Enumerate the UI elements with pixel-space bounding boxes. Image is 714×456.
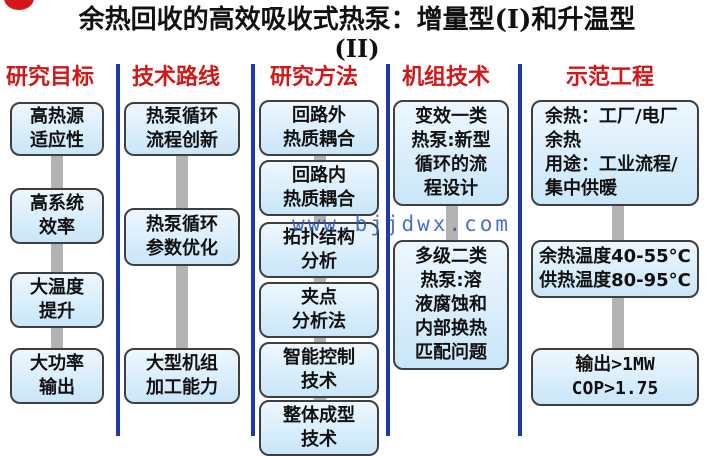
column-divider bbox=[116, 64, 120, 436]
goal-box: 高系统 效率 bbox=[10, 188, 104, 244]
method-box: 夹点 分析法 bbox=[259, 282, 379, 338]
route-box: 热泵循环 流程创新 bbox=[124, 102, 240, 156]
heading-research-methods: 研究方法 bbox=[270, 65, 359, 90]
heading-technical-route: 技术路线 bbox=[132, 65, 221, 90]
demo-box: 余热：工厂/电厂 余热 用途：工业流程/ 集中供暖 bbox=[531, 100, 699, 206]
heading-demonstration-project: 示范工程 bbox=[566, 65, 655, 90]
logo-mark bbox=[4, 0, 34, 10]
connector-bar bbox=[446, 200, 458, 240]
method-box: 整体成型 技术 bbox=[259, 400, 379, 456]
connector-bar bbox=[51, 150, 63, 378]
demo-box: 余热温度40-55°C 供热温度80-95°C bbox=[531, 240, 699, 298]
heading-unit-technology: 机组技术 bbox=[402, 65, 491, 90]
unit-tech-box: 多级二类 热泵:溶 液腐蚀和 内部换热 匹配问题 bbox=[393, 240, 509, 370]
slide-title: 余热回收的高效吸收式热泵：增量型(I)和升温型 (II) bbox=[0, 2, 714, 62]
goal-box: 高热源 适应性 bbox=[10, 102, 104, 156]
column-divider bbox=[518, 64, 522, 436]
heading-research-goals: 研究目标 bbox=[6, 65, 95, 90]
title-line-2: (II) bbox=[334, 34, 380, 63]
column-divider bbox=[386, 64, 390, 436]
title-line-1: 余热回收的高效吸收式热泵：增量型(I)和升温型 bbox=[78, 5, 636, 35]
method-box: 回路内 热质耦合 bbox=[259, 160, 379, 216]
method-box: 智能控制 技术 bbox=[259, 342, 379, 398]
watermark: www.bjjdwx.com bbox=[292, 212, 512, 236]
goal-box: 大温度 提升 bbox=[10, 272, 104, 328]
method-box: 拓扑结构 分析 bbox=[259, 222, 379, 278]
route-box: 大型机组 加工能力 bbox=[124, 348, 240, 404]
goal-box: 大功率 输出 bbox=[10, 348, 104, 404]
column-divider bbox=[251, 64, 255, 436]
route-box: 热泵循环 参数优化 bbox=[124, 208, 240, 266]
method-box: 回路外 热质耦合 bbox=[259, 100, 379, 156]
demo-box: 输出>1MW COP>1.75 bbox=[531, 348, 699, 406]
unit-tech-box: 变效一类 热泵:新型 循环的流 程设计 bbox=[393, 100, 509, 206]
